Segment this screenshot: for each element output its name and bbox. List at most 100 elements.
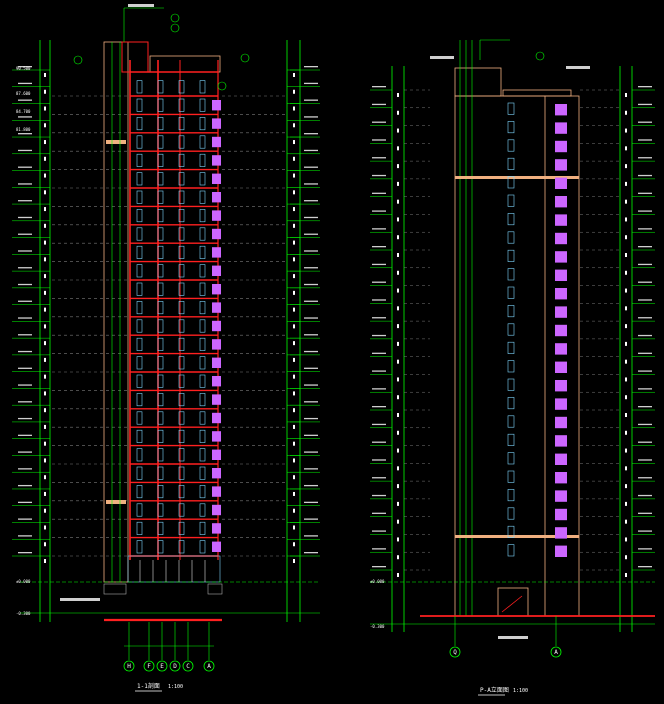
section-level-text-r — [304, 99, 318, 101]
elev-level-text-l — [372, 334, 386, 337]
elev-level-text-r — [638, 263, 652, 266]
section-level-text-r — [304, 116, 318, 118]
section-opening — [136, 190, 143, 204]
elev-dim-text-l — [397, 270, 399, 275]
section-dim-text-r — [293, 491, 295, 496]
elev-balcony — [555, 288, 567, 300]
elev-balcony — [555, 435, 567, 447]
section-level-text-r — [304, 468, 318, 470]
section-opening — [157, 356, 164, 370]
elev-window — [507, 121, 515, 134]
level-label-3: 84.700 — [16, 109, 31, 114]
section-opening — [136, 411, 143, 425]
section-dim-text-l — [44, 123, 46, 128]
section-dim-text-r — [293, 73, 295, 77]
section-dim-text-r — [293, 257, 295, 262]
section-level-text-l — [18, 166, 32, 168]
section-opening — [157, 135, 164, 149]
elev-dim-text-r — [625, 484, 627, 489]
section-drawing — [12, 4, 320, 660]
section-opening — [157, 540, 164, 554]
section-level-text-r — [304, 183, 318, 185]
elev-dim-text-l — [397, 555, 399, 560]
section-dim-text-r — [293, 173, 295, 178]
section-dim-text-r — [293, 123, 295, 128]
section-opening — [136, 245, 143, 259]
section-balcony — [212, 265, 221, 276]
section-opening — [136, 356, 143, 370]
elev-window — [507, 323, 515, 336]
section-dim-text-r — [293, 475, 295, 480]
axis-label-a: A — [207, 663, 211, 670]
section-opening — [136, 466, 143, 480]
section-opening — [199, 521, 206, 535]
section-opening — [157, 503, 164, 517]
section-opening — [157, 466, 164, 480]
section-dim-text-r — [293, 374, 295, 379]
elev-dim-text-l — [397, 110, 399, 115]
section-level-text-l — [18, 434, 32, 436]
elev-dim-text-l — [397, 164, 399, 169]
elev-window — [507, 341, 515, 354]
elev-roof-machine-room — [454, 67, 502, 97]
elev-level-text-l — [372, 459, 386, 461]
section-opening — [136, 153, 143, 167]
section-dim-text-l — [44, 290, 46, 295]
section-dim-text-r — [293, 341, 295, 346]
section-balcony — [212, 468, 221, 479]
section-level-text-l — [18, 283, 32, 286]
elev-level-text-r — [638, 566, 652, 568]
section-opening — [199, 540, 206, 554]
elev-level-text-l — [372, 299, 386, 301]
elev-window — [507, 452, 515, 465]
section-opening — [136, 448, 143, 462]
elev-balcony — [555, 324, 567, 337]
section-balcony — [212, 228, 221, 240]
section-footing-left — [103, 583, 127, 595]
section-dim-text-l — [44, 408, 46, 413]
elev-level-text-l — [372, 246, 386, 248]
section-opening — [157, 227, 164, 241]
section-detail-bubble-3 — [240, 53, 250, 63]
section-level-text-r — [304, 82, 318, 85]
section-opening — [199, 503, 206, 517]
section-level-text-l — [18, 367, 32, 369]
elev-level-text-l — [372, 370, 386, 372]
section-dim-text-r — [293, 223, 295, 228]
section-level-text-l — [18, 484, 32, 487]
section-opening — [157, 117, 164, 131]
section-balcony — [212, 100, 221, 111]
elev-dim-text-l — [397, 359, 399, 364]
section-opening — [199, 153, 206, 167]
section-balcony — [212, 523, 221, 534]
section-dim-text-r — [293, 458, 295, 463]
section-dim-text-l — [44, 341, 46, 346]
elev-dim-text-r — [625, 395, 627, 400]
elev-dim-text-r — [625, 466, 627, 471]
section-level-text-l — [18, 468, 32, 470]
section-dim-text-l — [44, 491, 46, 496]
axis-label-a-elev: A — [554, 649, 558, 656]
elev-balcony — [555, 472, 567, 484]
section-opening — [178, 98, 185, 112]
elev-level-text-l — [372, 477, 386, 479]
axis-label-e: E — [160, 663, 164, 670]
section-opening — [199, 264, 206, 278]
section-dim-text-r — [293, 408, 295, 413]
axis-bubble-e — [156, 660, 168, 672]
elev-roof-parapet — [502, 89, 572, 97]
elev-dim-text-r — [625, 377, 627, 382]
elev-level-text-r — [638, 317, 652, 319]
section-dim-text-l — [44, 73, 46, 77]
section-opening — [178, 448, 185, 462]
elev-dim-text-r — [625, 341, 627, 346]
section-balcony — [212, 394, 221, 405]
section-balcony — [212, 412, 221, 424]
section-opening — [157, 411, 164, 425]
section-level-text-r — [304, 535, 318, 537]
section-dim-text-l — [44, 173, 46, 178]
section-footing-right — [207, 583, 223, 595]
elev-window — [507, 544, 515, 557]
section-level-text-l — [18, 501, 32, 504]
